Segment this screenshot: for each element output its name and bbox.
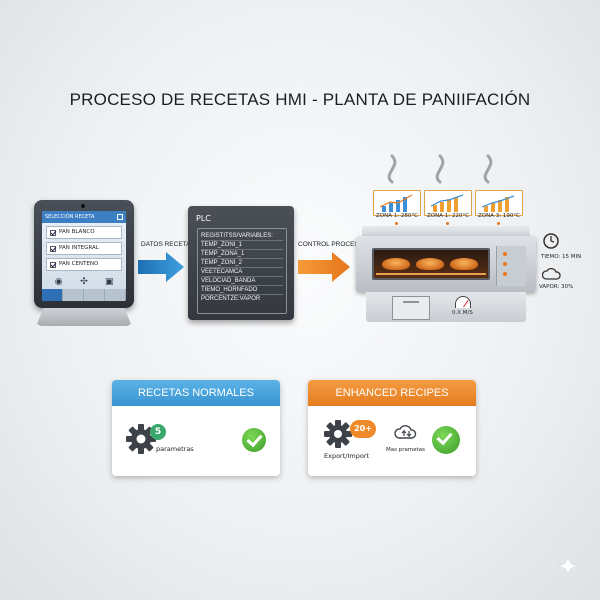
control-proceso-label: CONTROL PROCESO bbox=[298, 241, 364, 248]
parameter-count-badge: 5 bbox=[150, 424, 166, 440]
recipe-option[interactable]: PAN CENTENO bbox=[46, 258, 122, 271]
plc-variable-list: REGISTITSS/VARIABLES: TEMP_ZONI_1 TEMP_Z… bbox=[197, 228, 287, 314]
plc-row: TEMP_ZONI_2 bbox=[201, 259, 283, 268]
zone-marker bbox=[497, 222, 500, 225]
hmi-tablet: SELECCIÓN RECETA PAN BLANCO PAN INTEGRAL… bbox=[34, 200, 134, 308]
nav-tab[interactable] bbox=[105, 289, 126, 301]
normal-recipes-card: RECETAS NORMALES 5 parametras bbox=[112, 380, 280, 476]
plc-row: VEETECAMCA bbox=[201, 268, 283, 277]
nav-tab[interactable] bbox=[63, 289, 84, 301]
box-icon[interactable]: ▣ bbox=[105, 277, 114, 287]
screen-nav-bar bbox=[42, 289, 126, 301]
bar-chart-icon bbox=[481, 195, 515, 212]
sparkle-icon bbox=[556, 554, 580, 578]
cloud-icon bbox=[542, 267, 561, 280]
zone-chart bbox=[475, 190, 523, 216]
oven-door bbox=[392, 296, 430, 320]
zone-3-label: ZONA 3: 190°C bbox=[478, 213, 520, 219]
bread-loaf bbox=[416, 258, 444, 270]
tablet-stand bbox=[36, 308, 132, 326]
blue-arrow bbox=[138, 252, 184, 282]
nav-tab[interactable] bbox=[84, 289, 105, 301]
plc-row: REGISTITSS/VARIABLES: bbox=[201, 232, 283, 241]
zone-chart bbox=[424, 190, 472, 216]
oven-base bbox=[366, 292, 526, 322]
recipe-label: PAN BLANCO bbox=[59, 229, 95, 235]
bar-chart-icon bbox=[430, 194, 464, 212]
parameter-count-badge: 20+ bbox=[350, 420, 376, 438]
card-title: RECETAS NORMALES bbox=[112, 380, 280, 406]
recipe-label: PAN INTEGRAL bbox=[59, 245, 99, 251]
zone-1-label: ZONA 1: 280°C bbox=[376, 213, 418, 219]
zone-marker bbox=[395, 222, 398, 225]
plc-title: PLC bbox=[196, 214, 211, 223]
clock-icon bbox=[543, 233, 559, 249]
screen-icon-row: ◉ ✣ ▣ bbox=[42, 277, 126, 289]
oven-control-panel bbox=[496, 246, 526, 286]
screen-header-label: SELECCIÓN RECETA bbox=[45, 214, 95, 220]
plc-row: TEMP_ZONI_1 bbox=[201, 241, 283, 250]
zone-2-label: ZONA 1: 220°C bbox=[427, 213, 469, 219]
card-caption: parametras bbox=[156, 445, 194, 453]
plc-row: PORCENTZE:VAPOR bbox=[201, 296, 261, 302]
gauge-icon[interactable]: ◉ bbox=[54, 277, 63, 287]
checkbox-icon[interactable] bbox=[50, 245, 56, 252]
bar-chart-icon bbox=[379, 194, 413, 212]
zone-marker bbox=[446, 222, 449, 225]
plc-unit: PLC REGISTITSS/VARIABLES: TEMP_ZONI_1 TE… bbox=[188, 206, 294, 320]
datos-receta-label: DATOS RECETA bbox=[141, 241, 191, 248]
checkmark-icon bbox=[242, 428, 266, 452]
recipe-option[interactable]: PAN INTEGRAL bbox=[46, 242, 122, 255]
plc-row: TIEMO_HORNFADO bbox=[201, 286, 283, 295]
enhanced-recipes-card: ENHANCED RECIPES 20+ Export/Import Mas p… bbox=[308, 380, 476, 476]
time-label: TIEMO: 15 MIN bbox=[541, 254, 582, 260]
nav-tab-active[interactable] bbox=[42, 289, 63, 301]
gear-icon bbox=[324, 420, 352, 448]
recipe-option[interactable]: PAN BLANCO bbox=[46, 226, 122, 239]
knob-icon[interactable] bbox=[503, 252, 507, 256]
zone-chart bbox=[373, 190, 421, 216]
cloud-sync-icon bbox=[394, 425, 417, 439]
speed-gauge-icon bbox=[455, 296, 471, 308]
close-icon[interactable] bbox=[117, 214, 123, 220]
tablet-screen: SELECCIÓN RECETA PAN BLANCO PAN INTEGRAL… bbox=[42, 211, 126, 301]
vapor-label: VAPOR: 30% bbox=[539, 284, 574, 290]
heating-element bbox=[376, 273, 486, 275]
bread-loaf bbox=[450, 258, 478, 270]
checkmark-icon bbox=[432, 426, 460, 454]
camera-dot bbox=[81, 204, 85, 208]
orange-arrow bbox=[298, 252, 350, 282]
export-import-caption: Export/Import bbox=[324, 452, 370, 460]
card-title: ENHANCED RECIPES bbox=[308, 380, 476, 406]
bread-loaf bbox=[382, 258, 410, 270]
steam-icon bbox=[387, 154, 493, 184]
page-title: PROCESO DE RECETAS HMI - PLANTA DE PANII… bbox=[69, 90, 531, 109]
fan-icon[interactable]: ✣ bbox=[80, 277, 88, 287]
checkbox-icon[interactable] bbox=[50, 229, 56, 236]
recipe-label: PAN CENTENO bbox=[59, 261, 99, 267]
gauge-label: 0.X M/S bbox=[452, 310, 473, 316]
knob-icon[interactable] bbox=[503, 262, 507, 266]
screen-header: SELECCIÓN RECETA bbox=[42, 211, 126, 223]
gear-icon bbox=[126, 424, 156, 454]
checkbox-icon[interactable] bbox=[50, 261, 56, 268]
plc-row: VELOCIAD_BANDA bbox=[201, 277, 283, 286]
plc-row: TEMP_ZONA_1 bbox=[201, 250, 283, 259]
more-params-caption: Mas prametas bbox=[386, 447, 425, 453]
knob-icon[interactable] bbox=[503, 272, 507, 276]
